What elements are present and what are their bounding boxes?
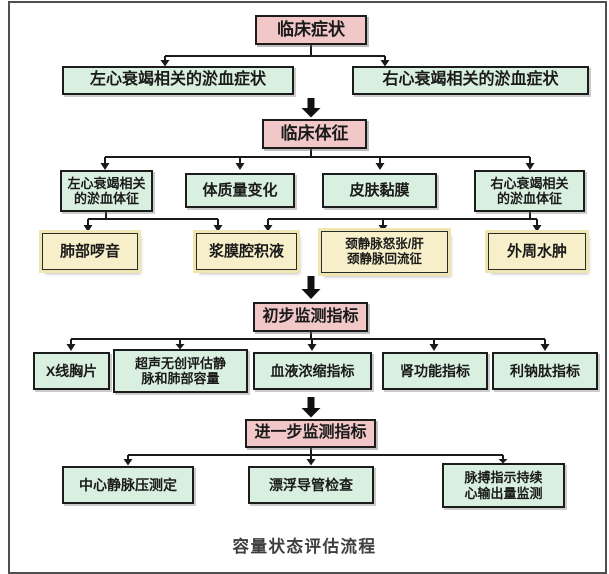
node-right-hf-congestion-symptoms: 右心衰竭相关的淤血症状 [352,66,589,95]
node-hemoconcentration-indicators: 血液浓缩指标 [253,352,372,390]
node-label: 初步监测指标 [262,307,359,325]
node-clinical-signs: 临床体征 [262,119,367,149]
node-label: 肺部啰音 [59,242,120,260]
node-label: 右心衰竭相关 [490,175,569,191]
node-label: 血液浓缩指标 [270,362,355,379]
node-label: 心输出量监测 [464,485,543,501]
node-label: 漂浮导管检查 [269,476,353,493]
node-label: 左心衰竭相关的淤血症状 [89,71,266,89]
node-label: 临床症状 [277,19,345,39]
node-label: 脉搏指示持续 [464,470,543,486]
node-peripheral-edema: 外周水肿 [488,233,586,270]
node-right-hf-congestion-signs: 右心衰竭相关 的淤血体征 [474,170,585,212]
node-label: X线胸片 [45,362,98,379]
node-left-hf-congestion-signs: 左心衰竭相关 的淤血体征 [60,170,153,212]
node-ultrasound-volume-assessment: 超声无创评估静 脉和肺部容量 [113,349,248,393]
node-label: 右心衰竭相关的淤血症状 [382,71,559,89]
node-label: 利钠肽指标 [510,362,580,379]
node-clinical-symptoms: 临床症状 [255,15,367,45]
node-pulmonary-rales: 肺部啰音 [42,233,138,270]
node-label: 的淤血体征 [496,191,562,206]
node-label: 肾功能指标 [400,362,470,379]
node-floating-catheter-exam: 漂浮导管检查 [248,466,374,504]
node-serous-cavity-effusion: 浆膜腔积液 [196,233,297,270]
node-renal-function-indicators: 肾功能指标 [382,352,488,390]
node-label: 临床体征 [280,123,349,143]
node-chest-xray: X线胸片 [33,352,110,390]
node-pulse-continuous-cardiac-output: 脉搏指示持续 心输出量监测 [442,463,565,508]
node-label: 的淤血体征 [73,191,139,206]
node-label: 皮肤黏膜 [349,181,410,199]
node-label: 左心衰竭相关 [67,175,146,191]
diagram-caption: 容量状态评估流程 [232,537,377,556]
node-label: 脉和肺部容量 [141,371,220,386]
node-label: 浆膜腔积液 [208,242,284,260]
node-further-monitoring-indicators: 进一步监测指标 [245,419,376,448]
node-jugular-vein-distension: 颈静脉怒张/肝 颈静脉回流征 [321,231,448,273]
node-central-venous-pressure: 中心静脉压测定 [62,466,194,504]
node-label: 中心静脉压测定 [79,476,177,493]
diagram-border [8,1,607,574]
node-label: 超声无创评估静 [134,355,226,371]
node-natriuretic-peptide-indicators: 利钠肽指标 [492,352,598,390]
node-label: 颈静脉怒张/肝 [345,237,424,252]
node-label: 外周水肿 [506,242,567,260]
node-label: 体质量变化 [202,181,278,199]
node-left-hf-congestion-symptoms: 左心衰竭相关的淤血症状 [62,66,294,95]
node-initial-monitoring-indicators: 初步监测指标 [253,302,368,332]
node-skin-mucosa: 皮肤黏膜 [322,173,437,208]
node-label: 颈静脉回流征 [346,252,422,266]
node-body-weight-change: 体质量变化 [185,173,295,208]
node-label: 进一步监测指标 [254,424,367,442]
